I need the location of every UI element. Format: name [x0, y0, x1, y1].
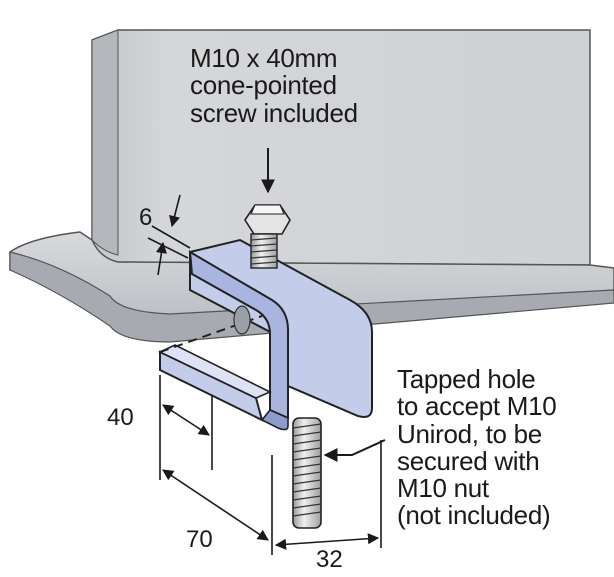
dim-width-lines [274, 440, 382, 550]
hole-leader-arrow [323, 439, 386, 462]
hole-callout-line: (not included) [397, 500, 551, 531]
screw-callout-line: screw included [190, 97, 358, 128]
hole-callout-line: Tapped hole [397, 364, 536, 394]
unirod-threaded-rod [292, 417, 322, 529]
screw-callout-line: cone-pointed [190, 70, 337, 101]
beam-clamp [158, 238, 373, 431]
dim-length-lines [162, 455, 273, 555]
dimension-depth-label: 40 [107, 404, 134, 431]
dim-depth-lines [159, 375, 213, 480]
dimension-width-label: 32 [316, 546, 343, 573]
hole-callout-line: to accept M10 [397, 391, 557, 422]
hole-callout-line: M10 nut [397, 473, 489, 504]
screw-callout-line: M10 x 40mm [190, 43, 338, 73]
hole-callout-line: secured with [397, 445, 540, 476]
hole-callout-line: Unirod, to be [397, 418, 542, 449]
dimension-length-label: 70 [186, 526, 213, 553]
dim-thickness-lines [147, 194, 191, 276]
cone-pointed-screw [244, 204, 291, 269]
leader-lines [261, 148, 386, 462]
tapped-hole-callout: Tapped hole to accept M10 Unirod, to be … [397, 364, 557, 531]
screw-callout: M10 x 40mm cone-pointed screw included [190, 43, 358, 128]
dimension-thickness-label: 6 [139, 204, 153, 231]
